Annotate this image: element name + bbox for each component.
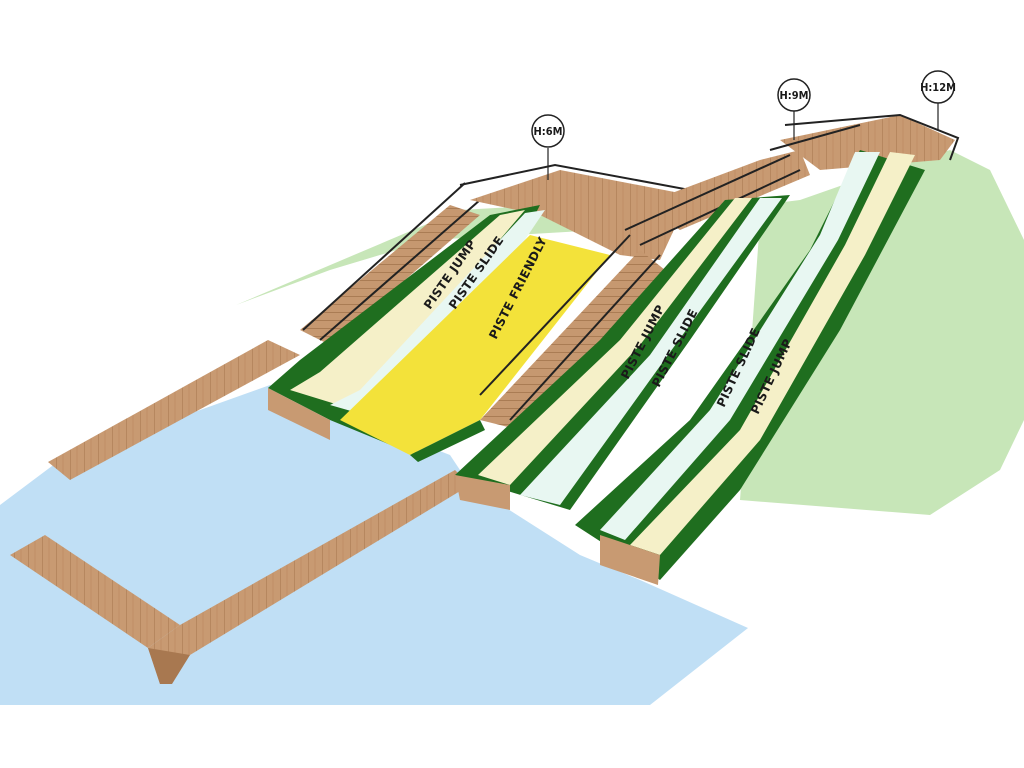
- marker-h9-label: H:9M: [780, 89, 809, 102]
- right-track: [575, 150, 925, 585]
- left-stairs: [300, 182, 481, 345]
- middle-track: [455, 195, 790, 510]
- boardwalk: [10, 340, 470, 684]
- marker-h6: H:6M: [531, 114, 565, 180]
- marker-h12: H:12M: [920, 70, 956, 130]
- left-track: [268, 205, 545, 455]
- marker-h12-label: H:12M: [920, 81, 956, 94]
- middle-stairs: [479, 234, 665, 430]
- marker-h6-label: H:6M: [534, 125, 563, 138]
- friendly-track: [340, 235, 610, 462]
- marker-h9: H:9M: [777, 78, 811, 140]
